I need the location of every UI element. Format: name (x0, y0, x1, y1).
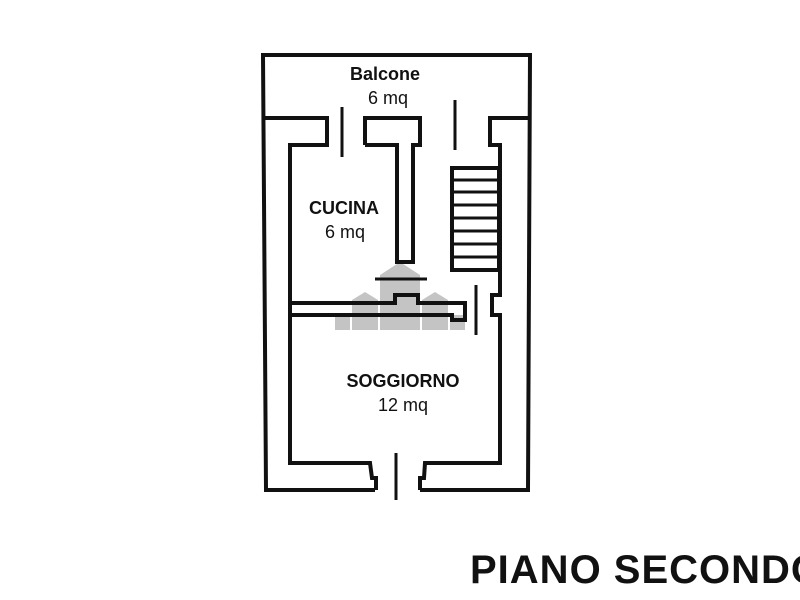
partition-wall (290, 293, 467, 322)
room-area-balcone: 6 mq (367, 88, 409, 108)
room-area-soggiorno: 12 mq (377, 395, 429, 415)
inner-wall-right (418, 116, 528, 490)
staircase (450, 166, 501, 272)
room-name-balcone: Balcone (349, 64, 421, 84)
room-name-soggiorno: SOGGIORNO (346, 371, 460, 391)
inner-wall-center (363, 116, 422, 264)
room-area-cucina: 6 mq (324, 222, 366, 242)
outer-wall (260, 53, 533, 492)
floor-title: PIANO SECONDO (470, 548, 800, 592)
room-name-cucina: CUCINA (309, 198, 379, 218)
inner-wall-left (265, 116, 378, 490)
